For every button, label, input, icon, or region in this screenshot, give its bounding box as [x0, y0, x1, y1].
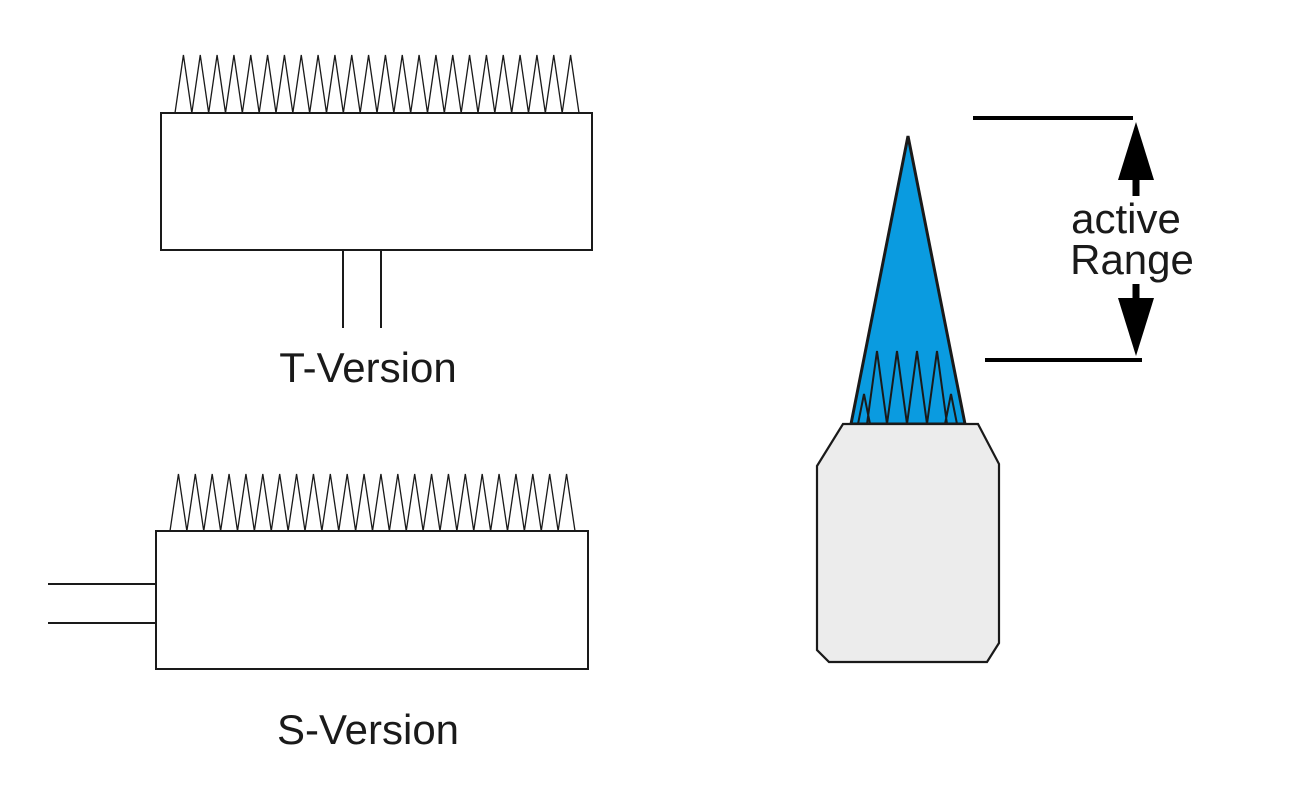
range-label: Range	[1070, 236, 1194, 283]
s-version-sensor: S-Version	[48, 473, 589, 753]
side-view-sensor: active Range	[815, 116, 1194, 664]
s-version-body	[155, 530, 589, 670]
s-version-label: S-Version	[277, 706, 459, 753]
active-label: active	[1071, 195, 1181, 242]
t-version-teeth	[174, 54, 580, 114]
t-version-sensor: T-Version	[160, 54, 593, 391]
t-version-label: T-Version	[279, 344, 456, 391]
active-range-cone	[849, 135, 967, 426]
sensor-housing	[815, 422, 1001, 664]
t-version-body	[160, 112, 593, 251]
range-arrow-down	[1118, 284, 1154, 356]
range-arrow-up	[1118, 122, 1154, 196]
s-version-teeth	[169, 473, 576, 532]
